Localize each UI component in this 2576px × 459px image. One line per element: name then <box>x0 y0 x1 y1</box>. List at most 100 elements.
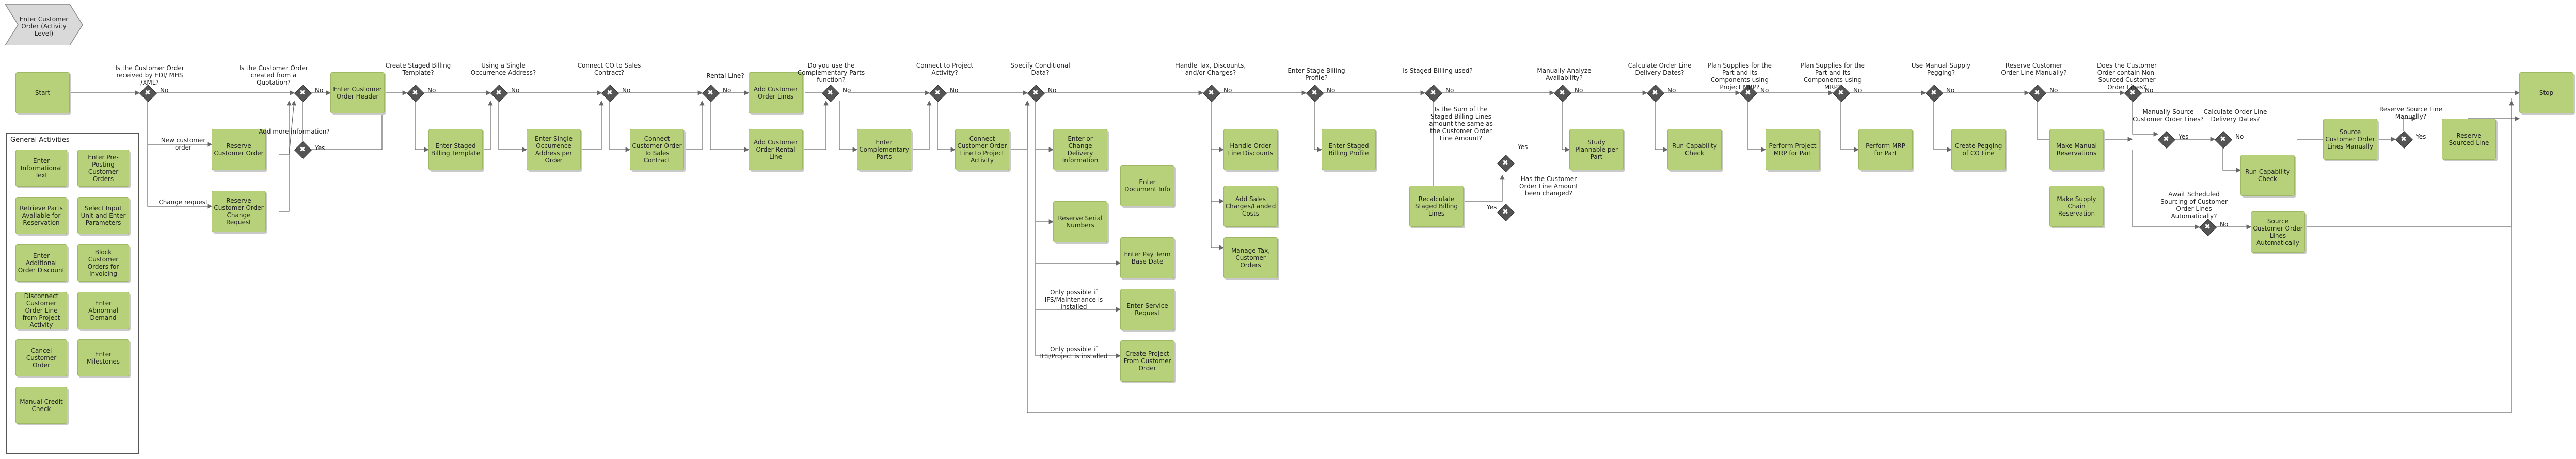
branch-yes-label: Yes <box>1487 204 1497 211</box>
q22-gateway-icon: ✖ <box>2124 85 2142 102</box>
q4-question-label: Create Staged Billing Template? <box>385 62 451 76</box>
q13-question-label: Is Staged Billing used? <box>1403 67 1473 74</box>
q25-gateway-icon: ✖ <box>2199 219 2217 236</box>
new-order-label: New customer order <box>161 137 206 151</box>
q8-question-label: Do you use the Complementary Parts funct… <box>797 62 865 84</box>
mrp-part-task: Perform Project MRP for Part <box>1766 129 1820 170</box>
delivery-info-task: Enter or Change Delivery Information <box>1053 129 1107 170</box>
q16-gateway-icon: ✖ <box>1554 85 1571 102</box>
branch-no-label: No <box>427 87 436 94</box>
add-rental-task: Add Customer Order Rental Line <box>749 129 803 170</box>
only-if-project-label: Only possible if IFS/Project is installe… <box>1040 346 1108 360</box>
q2-gateway-icon: ✖ <box>294 85 312 102</box>
q1-gateway-icon: ✖ <box>139 85 157 102</box>
branch-no-label: No <box>315 87 324 94</box>
q20-question-label: Use Manual Supply Pegging? <box>1911 62 1971 76</box>
general-8-task: Cancel Customer Order <box>15 339 67 376</box>
q5-gateway-icon: ✖ <box>490 85 508 102</box>
supply-res-task: Make Supply Chain Reservation <box>2049 186 2104 227</box>
serial-task: Reserve Serial Numbers <box>1053 201 1107 242</box>
q13-gateway-icon: ✖ <box>1425 85 1442 102</box>
general-10-task: Manual Credit Check <box>15 387 67 424</box>
manage-tax-task: Manage Tax, Customer Orders <box>1223 237 1278 278</box>
q18-gateway-icon: ✖ <box>1740 85 1757 102</box>
branch-no-label: No <box>2235 133 2244 140</box>
staged-template-task: Enter Staged Billing Template <box>428 129 483 170</box>
branch-no-label: No <box>950 87 959 94</box>
single-occ-task: Enter Single Occurrence Address per Orde… <box>527 129 581 170</box>
q2-question-label: Is the Customer Order created from a Quo… <box>239 64 308 86</box>
q26-gateway-icon: ✖ <box>2395 131 2413 149</box>
branch-no-label: No <box>1327 87 1335 94</box>
reserve-sourced-task: Reserve Sourced Line <box>2442 119 2496 160</box>
reserve-co-task: Reserve Customer Order <box>212 129 266 170</box>
q20-gateway-icon: ✖ <box>1926 85 1943 102</box>
q3-gateway-icon: ✖ <box>294 141 312 159</box>
q19-gateway-icon: ✖ <box>1833 85 1850 102</box>
q6-gateway-icon: ✖ <box>601 85 619 102</box>
sales-charges-task: Add Sales Charges/Landed Costs <box>1223 186 1278 227</box>
manual-res-task: Make Manual Reservations <box>2049 129 2104 170</box>
q7-question-label: Rental Line? <box>706 72 744 79</box>
general-1-task: Enter Pre-Posting Customer Orders <box>77 150 129 187</box>
q14-question-label: Is the Sum of the Staged Billing Lines a… <box>1429 106 1493 142</box>
q10-question-label: Specify Conditional Data? <box>1010 62 1070 76</box>
branch-no-label: No <box>511 87 520 94</box>
q11-gateway-icon: ✖ <box>1203 85 1220 102</box>
q7-gateway-icon: ✖ <box>702 85 720 102</box>
q19-question-label: Plan Supplies for the Part and its Compo… <box>1801 62 1865 91</box>
q1-question-label: Is the Customer Order received by EDI/ M… <box>115 64 184 86</box>
branch-no-label: No <box>723 87 732 94</box>
branch-no-label: No <box>1667 87 1676 94</box>
branch-no-label: No <box>1048 87 1057 94</box>
q12-gateway-icon: ✖ <box>1306 85 1324 102</box>
header-chevron <box>5 4 83 45</box>
general-0-task: Enter Informational Text <box>15 150 67 187</box>
q11-question-label: Handle Tax, Discounts, and/or Charges? <box>1175 62 1246 76</box>
start-task: Start <box>15 72 70 113</box>
q5-question-label: Using a Single Occurrence Address? <box>470 62 536 76</box>
branch-yes-label: Yes <box>2179 133 2189 140</box>
q9-gateway-icon: ✖ <box>929 85 947 102</box>
branch-no-label: No <box>1853 87 1862 94</box>
q23-gateway-icon: ✖ <box>2158 131 2175 149</box>
branch-yes-label: Yes <box>2416 133 2426 140</box>
general-6-task: Disconnect Customer Order Line from Proj… <box>15 292 67 329</box>
general-activities-title: General Activities <box>10 136 70 144</box>
branch-no-label: No <box>842 87 851 94</box>
branch-no-label: No <box>622 87 631 94</box>
document-info-task: Enter Document Info <box>1120 165 1174 206</box>
branch-no-label: No <box>2220 221 2229 228</box>
mrp-part2-task: Perform MRP for Part <box>1858 129 1913 170</box>
q25-question-label: Await Scheduled Sourcing of Customer Ord… <box>2160 191 2228 220</box>
pay-term-task: Enter Pay Term Base Date <box>1120 237 1174 278</box>
branch-yes-label: Yes <box>315 144 325 152</box>
branch-no-label: No <box>1575 87 1583 94</box>
only-if-maint-label: Only possible if IFS/Maintenance is inst… <box>1044 289 1103 310</box>
q21-gateway-icon: ✖ <box>2029 85 2046 102</box>
general-9-task: Enter Milestones <box>77 339 129 376</box>
branch-no-label: No <box>160 87 169 94</box>
general-5-task: Block Customer Orders for Invoicing <box>77 244 129 282</box>
add-lines-task: Add Customer Order Lines <box>749 72 803 113</box>
general-4-task: Enter Additional Order Discount <box>15 244 67 282</box>
q8-gateway-icon: ✖ <box>822 85 839 102</box>
branch-no-label: No <box>1760 87 1769 94</box>
q16-question-label: Manually Analyze Availability? <box>1537 67 1592 81</box>
q3-question-label: Add more information? <box>259 128 330 135</box>
source-auto-task: Source Customer Order Lines Automaticall… <box>2251 211 2305 253</box>
branch-yes-label: Yes <box>1518 143 1528 151</box>
enter-header-task: Enter Customer Order Header <box>330 72 385 113</box>
connect-co-task: Connect Customer Order To Sales Contract <box>630 129 684 170</box>
q23-question-label: Manually Source Customer Order Lines? <box>2133 108 2204 123</box>
q12-question-label: Enter Stage Billing Profile? <box>1287 67 1345 81</box>
q18-question-label: Plan Supplies for the Part and its Compo… <box>1708 62 1772 91</box>
q15-gateway-icon: ✖ <box>1497 204 1515 221</box>
branch-no-label: No <box>1946 87 1955 94</box>
general-2-task: Retrieve Parts Available for Reservation <box>15 197 67 234</box>
branch-no-label: No <box>1445 87 1454 94</box>
q17-question-label: Calculate Order Line Delivery Dates? <box>1628 62 1692 76</box>
general-3-task: Select Input Unit and Enter Parameters <box>77 197 129 234</box>
staged-profile-task: Enter Staged Billing Profile <box>1322 129 1376 170</box>
